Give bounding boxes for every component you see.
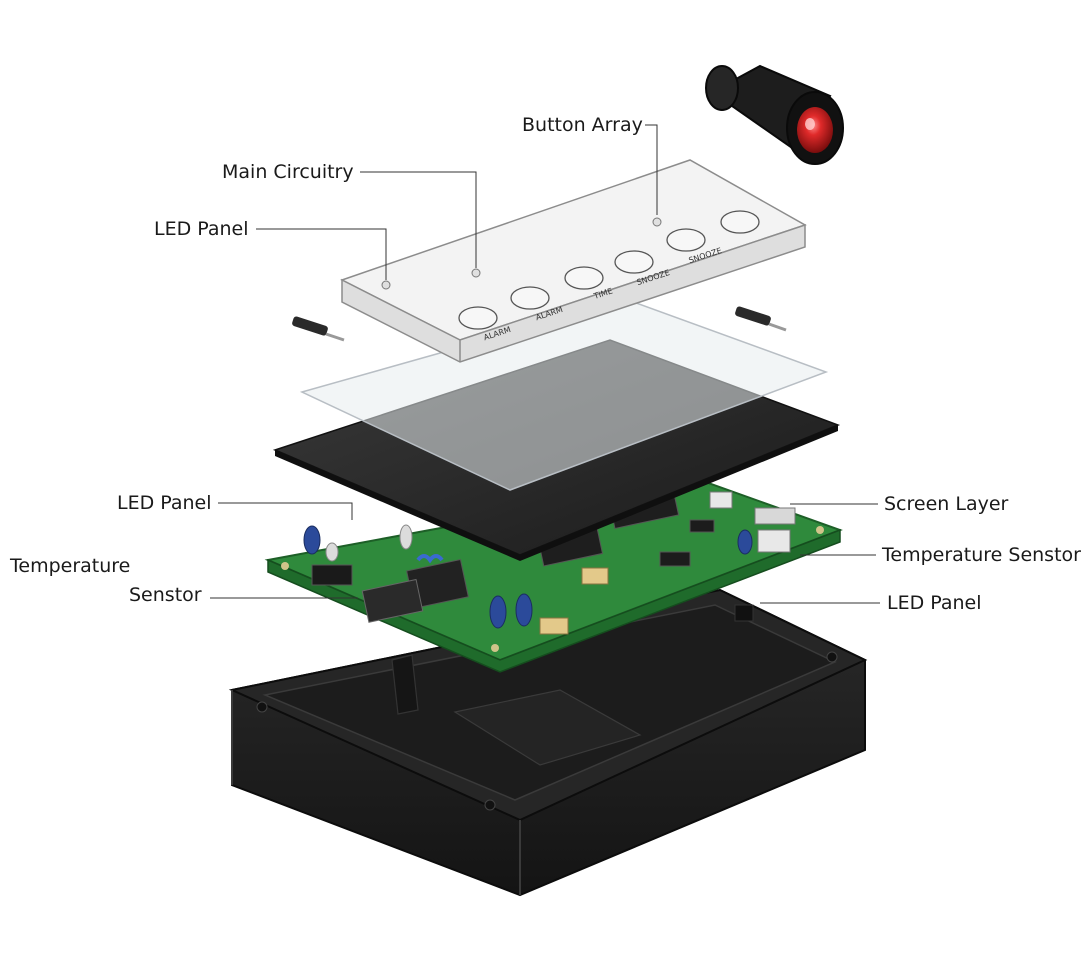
label-temperature-right: Temperature Senstor — [882, 544, 1081, 566]
label-button-array: Button Array — [522, 114, 643, 136]
alignment-pin-left — [292, 316, 345, 342]
leader-lines — [210, 124, 880, 604]
label-screen-layer: Screen Layer — [884, 493, 1009, 515]
label-temperature-left-2: Senstor — [129, 584, 202, 606]
led-indicator-hole — [381, 280, 391, 290]
faceplate-button[interactable] — [564, 266, 604, 290]
label-led-panel-top: LED Panel — [154, 218, 249, 240]
label-led-panel-mid: LED Panel — [117, 492, 212, 514]
faceplate-button[interactable] — [614, 250, 654, 274]
red-lens — [797, 107, 833, 153]
alignment-pin-right — [735, 306, 787, 332]
faceplate-button[interactable] — [510, 286, 550, 310]
pcb-main-board — [264, 478, 843, 673]
label-main-circuitry: Main Circuitry — [222, 161, 354, 183]
label-led-panel-bottom: LED Panel — [887, 592, 982, 614]
faceplate-button[interactable] — [666, 228, 706, 252]
lens-module — [705, 64, 844, 165]
faceplate-button[interactable] — [458, 306, 498, 330]
led-indicator-hole — [471, 268, 481, 278]
label-temperature-left-1: Temperature — [10, 555, 131, 577]
faceplate-button[interactable] — [720, 210, 760, 234]
faceplate-top — [340, 159, 807, 363]
led-indicator-hole — [652, 217, 662, 227]
